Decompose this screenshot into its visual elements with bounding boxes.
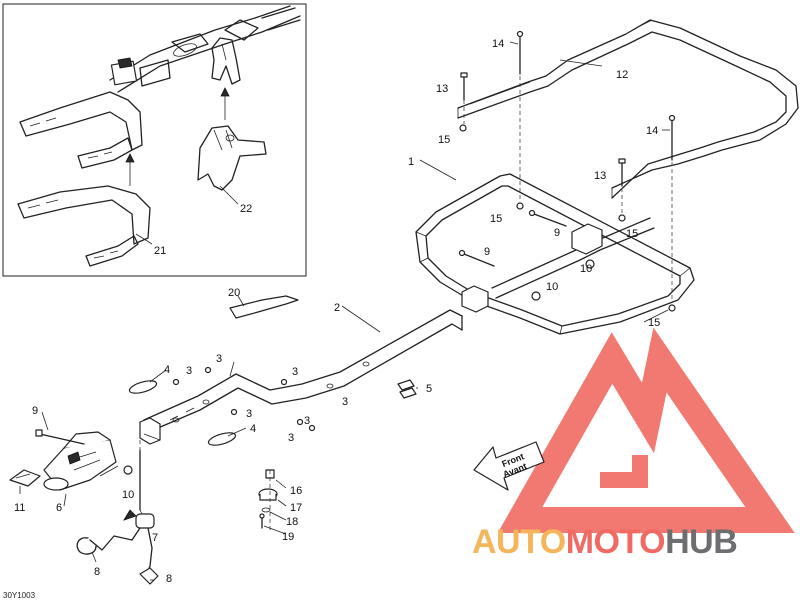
hitch-coupler-6 bbox=[43, 431, 117, 491]
inset-vehicle-frame bbox=[109, 5, 301, 93]
callout-3: 3 bbox=[246, 408, 252, 420]
callout-9: 9 bbox=[32, 405, 38, 417]
callout-15: 15 bbox=[626, 228, 638, 240]
watermark-text-auto: AUTO bbox=[472, 523, 566, 561]
callout-10: 10 bbox=[546, 281, 558, 293]
clips-5 bbox=[397, 379, 417, 399]
callout-14: 14 bbox=[492, 38, 504, 50]
callout-12: 12 bbox=[616, 69, 628, 81]
callout-3: 3 bbox=[292, 366, 298, 378]
inset-frame bbox=[2, 3, 307, 277]
callout-8: 8 bbox=[94, 566, 100, 578]
decal-20 bbox=[229, 295, 299, 319]
inset-bracket-22 bbox=[197, 125, 267, 191]
callout-15: 15 bbox=[648, 317, 660, 329]
callout-22: 22 bbox=[240, 203, 252, 215]
callout-3: 3 bbox=[304, 415, 310, 427]
leader-lines bbox=[19, 41, 670, 581]
callout-7: 7 bbox=[152, 532, 158, 544]
watermark-logo: AUTOMOTOHUB bbox=[472, 327, 795, 561]
callout-17: 17 bbox=[290, 502, 302, 514]
inset-hitch-upper bbox=[19, 57, 171, 169]
callout-9: 9 bbox=[484, 246, 490, 258]
callout-1: 1 bbox=[408, 156, 414, 168]
callout-19: 19 bbox=[282, 531, 294, 543]
callout-16: 16 bbox=[290, 485, 302, 497]
diagram-reference-code: 30Y1003 bbox=[3, 591, 36, 600]
fasteners bbox=[35, 30, 676, 529]
callout-4: 4 bbox=[164, 364, 170, 376]
carrier-frame-1 bbox=[415, 173, 695, 335]
callout-9: 9 bbox=[554, 227, 560, 239]
callout-13: 13 bbox=[594, 170, 606, 182]
callout-20: 20 bbox=[228, 287, 240, 299]
callout-5: 5 bbox=[426, 383, 432, 395]
inset-bracket-21 bbox=[17, 185, 151, 267]
callout-8: 8 bbox=[166, 573, 172, 585]
callout-3: 3 bbox=[342, 396, 348, 408]
callout-labels: 1 2 3 3 3 3 3 3 3 4 4 5 6 7 8 8 9 9 9 10… bbox=[14, 38, 660, 585]
watermark-triangle-inner bbox=[600, 455, 648, 488]
callout-11: 11 bbox=[14, 502, 25, 514]
watermark-text-moto: MOTO bbox=[566, 523, 665, 561]
inset-bracket-upper bbox=[211, 37, 241, 85]
callout-6: 6 bbox=[56, 502, 62, 514]
callout-4: 4 bbox=[250, 423, 256, 435]
callout-3: 3 bbox=[288, 432, 294, 444]
callout-10: 10 bbox=[580, 263, 592, 275]
latch-11 bbox=[9, 469, 41, 487]
callout-14: 14 bbox=[646, 125, 658, 137]
rack-frame-upper-12 bbox=[457, 19, 799, 199]
callout-3: 3 bbox=[216, 353, 222, 365]
watermark-text: AUTOMOTOHUB bbox=[472, 523, 737, 561]
inset-box bbox=[2, 3, 307, 277]
tube-bar-2 bbox=[139, 309, 463, 445]
callout-10: 10 bbox=[122, 489, 134, 501]
callout-2: 2 bbox=[334, 302, 340, 314]
callout-15: 15 bbox=[490, 213, 502, 225]
callout-13: 13 bbox=[436, 83, 448, 95]
callout-18: 18 bbox=[286, 516, 298, 528]
callout-21: 21 bbox=[154, 245, 166, 257]
callout-3: 3 bbox=[186, 365, 192, 377]
callout-15: 15 bbox=[438, 134, 450, 146]
alignment-lines bbox=[139, 76, 673, 530]
watermark-triangle-outer bbox=[497, 327, 795, 533]
watermark-text-hub: HUB bbox=[665, 523, 737, 561]
